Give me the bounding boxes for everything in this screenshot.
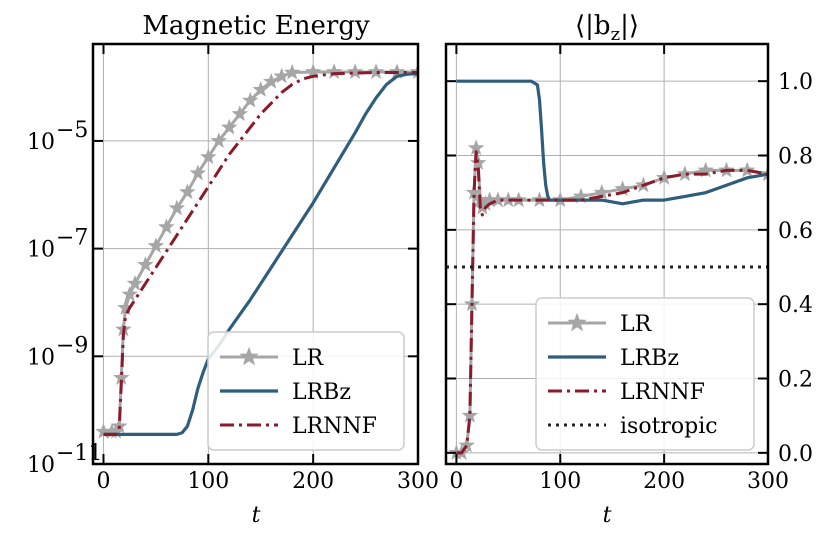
series-marker-lr: [147, 237, 165, 253]
series-marker-lr: [110, 417, 128, 434]
series-line-lrbz: [103, 72, 418, 436]
series-lines: [446, 79, 768, 460]
series-marker-lr: [179, 183, 196, 200]
y-tick-label: 0.4: [778, 293, 813, 318]
series-marker-lr: [242, 91, 259, 108]
series-marker-lr: [168, 199, 186, 216]
series-marker-lr: [158, 218, 175, 235]
y-tick-exponent: −9: [56, 333, 88, 358]
series-marker-lr: [252, 81, 269, 97]
x-tick-label: 200: [643, 469, 685, 494]
y-tick-label: 1.0: [778, 70, 813, 95]
y-tick-label: 0.6: [778, 219, 813, 244]
y-tick-exponent: −7: [56, 226, 88, 251]
series-marker-lr: [273, 67, 290, 84]
x-tick-label: 300: [397, 469, 439, 494]
series-marker-lr: [189, 164, 207, 181]
legend-label: LRNNF: [292, 414, 377, 439]
series-line-lrnnf: [103, 71, 418, 436]
series-marker-lr: [676, 165, 694, 182]
x-tick-label: 100: [187, 469, 229, 494]
legend-label: LRBz: [620, 346, 679, 371]
chart-title: ⟨|bz|⟩: [575, 11, 639, 45]
series-marker-lr: [367, 63, 385, 79]
series-marker-lr: [458, 436, 475, 453]
series-line-lrnnf: [456, 150, 768, 455]
series-marker-lr: [137, 256, 154, 272]
series-marker-lr: [283, 63, 301, 80]
series-lines: [95, 63, 418, 439]
series-marker-lr: [739, 161, 756, 178]
y-tick-label: 10: [27, 453, 55, 478]
series-marker-lr: [263, 73, 280, 89]
plot-frame: [444, 42, 770, 466]
series-marker-lr: [461, 407, 479, 423]
x-axis-label: t: [252, 503, 261, 528]
series-marker-lr: [221, 118, 238, 135]
series-marker-lr: [200, 148, 217, 165]
plot-frame: [91, 42, 420, 466]
x-tick-label: 0: [449, 469, 463, 494]
legend-label: LRBz: [292, 380, 351, 405]
chart-title: Magnetic Energy: [142, 11, 370, 41]
x-tick-label: 300: [747, 469, 789, 494]
y-tick-label: 10: [27, 130, 55, 155]
legend-box: [207, 331, 405, 451]
series-line-lrbz: [456, 79, 768, 206]
series-marker-lr: [121, 285, 138, 302]
x-axis-label: t: [603, 503, 612, 528]
legend-marker: [567, 312, 587, 332]
legend-label: isotropic: [620, 414, 718, 439]
plot-area: [446, 79, 768, 460]
legend-box: [535, 297, 755, 451]
legend-label: LR: [292, 346, 325, 371]
y-tick-label: 10: [27, 345, 55, 370]
y-tick-label: 0.2: [778, 368, 813, 393]
series-marker-lr: [126, 274, 144, 291]
series-marker-lr: [346, 63, 364, 79]
plot-area: [95, 63, 418, 439]
y-tick-label: 10: [27, 238, 55, 263]
legend-label: LR: [620, 312, 653, 337]
x-tick-label: 100: [539, 469, 581, 494]
series-marker-lr: [231, 105, 248, 121]
y-tick-label: 0.8: [778, 145, 813, 170]
legend-label: LRNNF: [620, 380, 705, 405]
y-tick-exponent: −5: [56, 118, 88, 143]
y-tick-exponent: −11: [56, 441, 102, 466]
series-marker-lr: [210, 132, 228, 148]
x-tick-label: 200: [292, 469, 334, 494]
series-marker-lr: [325, 63, 343, 79]
y-tick-label: 0.0: [778, 442, 813, 467]
legend-marker: [239, 346, 259, 366]
x-tick-label: 0: [96, 469, 110, 494]
